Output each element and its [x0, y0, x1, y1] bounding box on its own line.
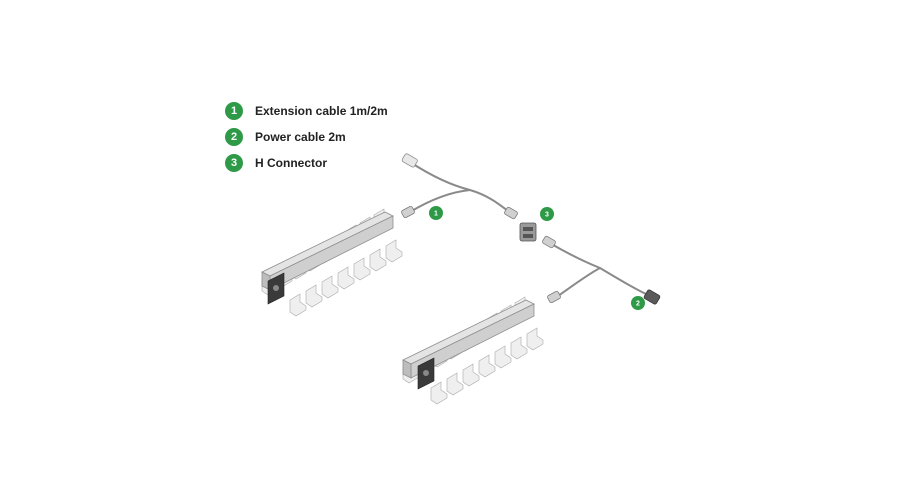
legend-item-power-cable: 2 Power cable 2m: [225, 128, 388, 146]
plug-icon: [643, 289, 661, 305]
light-fixture-icon: [402, 296, 544, 405]
plug-icon: [401, 153, 418, 168]
light-fixture-icon: [261, 208, 403, 317]
legend-label: H Connector: [255, 156, 327, 170]
callout-3: 3: [540, 207, 554, 221]
legend-badge: 3: [225, 154, 243, 172]
callout-number: 1: [434, 211, 438, 218]
legend-badge: 2: [225, 128, 243, 146]
connector-icon: [519, 222, 537, 242]
callout-1: 1: [429, 206, 443, 220]
legend-label: Power cable 2m: [255, 130, 346, 144]
callout-number: 2: [636, 301, 640, 308]
plug-icon: [542, 235, 556, 249]
plug-icon: [504, 206, 518, 220]
legend-badge: 1: [225, 102, 243, 120]
extension-cable: [401, 153, 518, 220]
legend-item-h-connector: 3 H Connector: [225, 154, 388, 172]
callout-2: 2: [631, 296, 645, 310]
power-cable: [542, 235, 661, 305]
callout-number: 3: [545, 212, 549, 219]
legend-label: Extension cable 1m/2m: [255, 104, 388, 118]
legend: 1 Extension cable 1m/2m 2 Power cable 2m…: [225, 102, 388, 180]
plug-icon: [401, 205, 415, 219]
legend-item-extension-cable: 1 Extension cable 1m/2m: [225, 102, 388, 120]
plug-icon: [547, 290, 561, 304]
